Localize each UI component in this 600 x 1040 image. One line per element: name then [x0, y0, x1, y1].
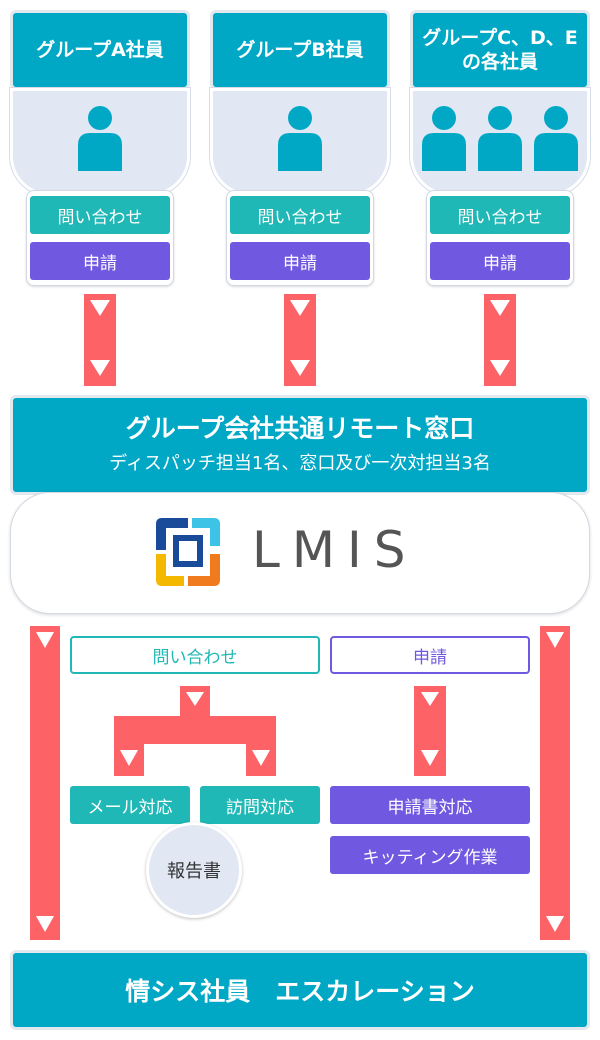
right-escalation-arrow	[540, 626, 570, 940]
down-arrow-a	[84, 294, 116, 386]
people-group-icon	[422, 106, 578, 171]
lmis-band	[10, 492, 590, 614]
report-circle: 報告書	[146, 822, 242, 918]
common-desk-subtitle: ディスパッチ担当1名、窓口及び一次対担当3名	[109, 453, 491, 474]
group-b-inquiry-pill: 問い合わせ	[230, 196, 370, 234]
group-a-title: グループA社員	[36, 39, 164, 61]
person-icon	[78, 106, 122, 171]
common-desk-title: グループ会社共通リモート窓口	[125, 414, 475, 443]
visit-support-box: 訪問対応	[200, 786, 320, 824]
flow-inquiry-box: 問い合わせ	[70, 636, 320, 674]
application-doc-box: 申請書対応	[330, 786, 530, 824]
group-cde-inquiry-pill: 問い合わせ	[430, 196, 570, 234]
email-support-box: メール対応	[70, 786, 190, 824]
lmis-logo-icon	[156, 518, 220, 586]
escalation-footer: 情シス社員 エスカレーション	[10, 950, 590, 1030]
branch-arrow	[114, 686, 276, 776]
group-b-header: グループB社員	[210, 10, 390, 90]
left-escalation-arrow	[30, 626, 60, 940]
group-b-application-pill: 申請	[230, 242, 370, 280]
flow-application-box: 申請	[330, 636, 530, 674]
group-a-application-pill: 申請	[30, 242, 170, 280]
group-cde-header: グループC、D、E の各社員	[410, 10, 590, 90]
group-a-inquiry-pill: 問い合わせ	[30, 196, 170, 234]
down-arrow-cde	[484, 294, 516, 386]
down-arrow-b	[284, 294, 316, 386]
group-cde-application-pill: 申請	[430, 242, 570, 280]
application-down-arrow	[414, 686, 446, 776]
common-remote-desk: グループ会社共通リモート窓口 ディスパッチ担当1名、窓口及び一次対担当3名	[10, 395, 590, 495]
footer-title: 情シス社員 エスカレーション	[125, 977, 475, 1006]
person-icon	[278, 106, 322, 171]
lmis-wordmark: LMIS	[252, 521, 418, 579]
kitting-box: キッティング作業	[330, 836, 530, 874]
group-b-title: グループB社員	[236, 39, 364, 61]
group-cde-title: グループC、D、E の各社員	[422, 27, 578, 73]
group-a-header: グループA社員	[10, 10, 190, 90]
